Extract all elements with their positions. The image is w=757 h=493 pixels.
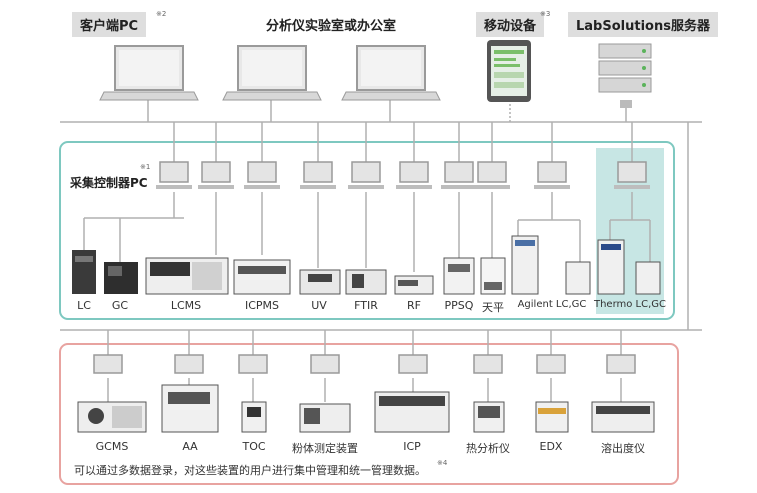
instrument-ppsq-icon: [443, 257, 475, 295]
instrument-icp-icon: [374, 391, 450, 433]
device-label-lcms: LCMS: [170, 299, 202, 312]
acq-pc-icons: [159, 161, 647, 183]
remote-label-icp: ICP: [403, 440, 421, 453]
instrument-agilent-icon: [511, 235, 591, 295]
client-pc-label: 客户端PC: [72, 12, 147, 37]
device-label-icpms: ICPMS: [244, 299, 280, 312]
instrument-uv-icon: [299, 269, 341, 295]
remote-panel: [59, 343, 679, 485]
device-label-balance: 天平: [482, 301, 504, 314]
mobile-label: 移动设备: [476, 12, 545, 37]
instrument-thermal-icon: [473, 401, 505, 433]
remote-label-dissolution: 溶出度仪: [601, 442, 645, 455]
device-label-gc: GC: [111, 299, 129, 312]
acq-pc-bases: [156, 185, 650, 189]
instrument-edx-icon: [535, 401, 569, 433]
instrument-powder-icon: [299, 403, 351, 433]
lab-office-label: 分析仪实验室或办公室: [266, 19, 397, 34]
instrument-icpms-icon: [233, 259, 291, 295]
device-label-rf: RF: [407, 299, 421, 312]
remote-footnote-mark: ※4: [437, 459, 448, 467]
remote-label-gcms: GCMS: [95, 440, 129, 453]
remote-label-aa: AA: [182, 440, 198, 453]
instrument-toc-icon: [241, 401, 267, 433]
instrument-lcms-icon: [145, 257, 229, 295]
device-label-agilent: Agilent LC,GC: [517, 299, 587, 310]
remote-label-thermal: 热分析仪: [466, 442, 510, 455]
instrument-balance-icon: [480, 257, 506, 295]
tablet-icon: [487, 40, 531, 102]
instrument-dissolution-icon: [591, 401, 655, 433]
acq-pc-label: 采集控制器PC: [70, 176, 148, 190]
instrument-aa-icon: [161, 384, 219, 433]
server-label: LabSolutions服务器: [568, 12, 718, 37]
network-lines: [60, 100, 702, 402]
lab-laptop-1-icon: [222, 45, 322, 101]
acq-pc-note: ※1: [140, 163, 151, 171]
client-pc-note: ※2: [156, 10, 167, 18]
acquisition-panel: [59, 141, 675, 320]
instrument-gcms-icon: [77, 401, 147, 433]
device-label-ftir: FTIR: [354, 299, 378, 312]
remote-footnote: 可以通过多数据登录，对这些装置的用户进行集中管理和统一管理数据。: [74, 464, 426, 477]
instrument-ftir-icon: [345, 269, 387, 295]
instrument-gc-icon: [104, 262, 138, 294]
remote-label-edx: EDX: [539, 440, 563, 453]
remote-pc-icons: [93, 354, 636, 374]
remote-label-powder: 粉体测定装置: [292, 442, 358, 455]
instrument-thermo-icon: [597, 239, 661, 295]
mobile-note: ※3: [540, 10, 551, 18]
client-laptop-icon: [99, 45, 199, 101]
server-icon: [598, 43, 652, 108]
instrument-rf-icon: [394, 275, 434, 295]
device-label-thermo: Thermo LC,GC: [593, 299, 667, 310]
device-label-uv: UV: [311, 299, 327, 312]
device-label-ppsq: PPSQ: [444, 299, 474, 312]
lab-laptop-2-icon: [341, 45, 441, 101]
remote-label-toc: TOC: [242, 440, 266, 453]
instrument-lc-icon: [72, 250, 96, 294]
device-label-lc: LC: [77, 299, 91, 312]
